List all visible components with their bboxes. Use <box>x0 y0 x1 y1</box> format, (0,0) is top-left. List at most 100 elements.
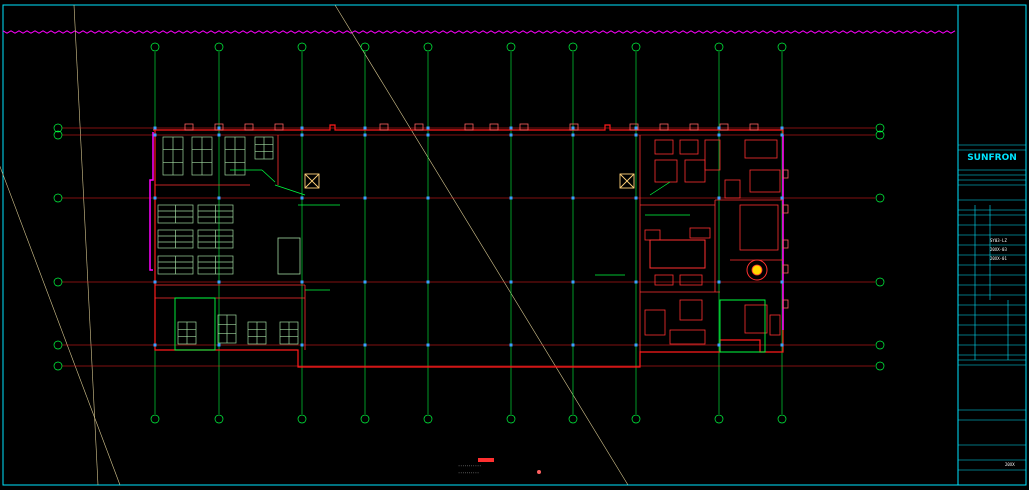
row-grid-bubble-right <box>875 123 885 133</box>
pilaster <box>782 169 789 179</box>
column-grid-bubble-top <box>777 42 787 52</box>
column-marker <box>363 343 367 347</box>
column-marker <box>571 343 575 347</box>
workstation-clusters <box>157 136 299 345</box>
pilaster <box>414 123 424 131</box>
lobby-round-feature <box>746 259 768 281</box>
furniture-block <box>769 314 781 336</box>
column-grid-bubble-bottom <box>423 414 433 424</box>
row-grid-bubble-right <box>875 130 885 140</box>
column-marker <box>217 126 221 130</box>
column-grid-bubble-bottom <box>150 414 160 424</box>
column-grid-bubble-bottom <box>631 414 641 424</box>
column-marker <box>363 133 367 137</box>
column-marker <box>363 126 367 130</box>
title-block: SUNFRON SY03-LZ 20XX-03 20XX-01 20XX <box>958 144 1026 471</box>
column-marker <box>153 343 157 347</box>
column-grid-bubble-bottom <box>568 414 578 424</box>
row-grid-bubble-right <box>875 193 885 203</box>
pilaster <box>782 264 789 274</box>
pilaster <box>184 123 194 131</box>
column-marker <box>217 343 221 347</box>
column-grid-bubble-bottom <box>506 414 516 424</box>
column-marker <box>571 196 575 200</box>
column-marker <box>509 280 513 284</box>
column-marker <box>217 196 221 200</box>
pilaster <box>379 123 389 131</box>
column-marker <box>571 280 575 284</box>
furniture-block <box>679 274 703 286</box>
title-block-field-3: 20XX-01 <box>990 256 1007 261</box>
furniture-block <box>654 139 674 155</box>
row-grid-bubble-left <box>53 340 63 350</box>
pilaster <box>782 239 789 249</box>
pilaster <box>464 123 474 131</box>
column-grid-bubble-top <box>631 42 641 52</box>
pilaster <box>214 123 224 131</box>
column-marker <box>780 126 784 130</box>
column-marker <box>717 126 721 130</box>
drawing-notes: ··········· ·········· <box>458 458 541 475</box>
pilaster <box>782 299 789 309</box>
column-grid-bubble-bottom <box>714 414 724 424</box>
pilaster <box>244 123 254 131</box>
column-marker <box>217 280 221 284</box>
column-marker <box>153 133 157 137</box>
column-marker <box>217 133 221 137</box>
column-marker <box>300 126 304 130</box>
column-marker <box>300 280 304 284</box>
pilaster <box>689 123 699 131</box>
row-grid-bubble-left <box>53 130 63 140</box>
furniture-block <box>749 169 781 193</box>
column-grid-bubble-bottom <box>214 414 224 424</box>
pilaster <box>519 123 529 131</box>
pilaster <box>659 123 669 131</box>
row-grid-bubble-left <box>53 277 63 287</box>
column-marker <box>717 280 721 284</box>
furniture-block <box>644 309 666 336</box>
pilaster <box>569 123 579 131</box>
furniture-block <box>669 329 706 345</box>
row-grid-bubble-right <box>875 361 885 371</box>
note-line-2: ·········· <box>458 471 479 475</box>
column-markers <box>153 126 784 347</box>
column-marker <box>426 133 430 137</box>
column-marker <box>153 196 157 200</box>
column-marker <box>634 343 638 347</box>
pilaster <box>749 123 759 131</box>
title-block-footer-code: 20XX <box>1005 462 1015 467</box>
column-marker <box>426 280 430 284</box>
furniture-block <box>679 299 703 321</box>
column-marker <box>509 133 513 137</box>
column-marker <box>153 126 157 130</box>
furniture-block <box>679 139 699 155</box>
column-marker <box>780 196 784 200</box>
pilaster <box>782 204 789 214</box>
column-marker <box>717 343 721 347</box>
furniture-blocks <box>644 139 781 345</box>
column-grid-bubble-top <box>423 42 433 52</box>
column-grid-bubble-top <box>714 42 724 52</box>
furniture-block <box>704 139 721 171</box>
column-marker <box>509 196 513 200</box>
wall-pilasters <box>184 123 789 309</box>
furniture-block <box>689 227 711 239</box>
column-marker <box>780 133 784 137</box>
column-marker <box>509 343 513 347</box>
column-grid-bubble-top <box>150 42 160 52</box>
building-outline <box>149 124 784 368</box>
column-marker <box>634 196 638 200</box>
column-marker <box>153 280 157 284</box>
column-grid-bubble-top <box>360 42 370 52</box>
title-block-logo: SUNFRON <box>967 153 1017 163</box>
column-marker <box>634 126 638 130</box>
column-grid-bubble-top <box>214 42 224 52</box>
furniture-block <box>684 159 706 183</box>
column-grid-bubble-bottom <box>297 414 307 424</box>
column-marker <box>717 133 721 137</box>
column-marker <box>717 196 721 200</box>
column-marker <box>780 343 784 347</box>
column-marker <box>780 280 784 284</box>
column-marker <box>363 280 367 284</box>
